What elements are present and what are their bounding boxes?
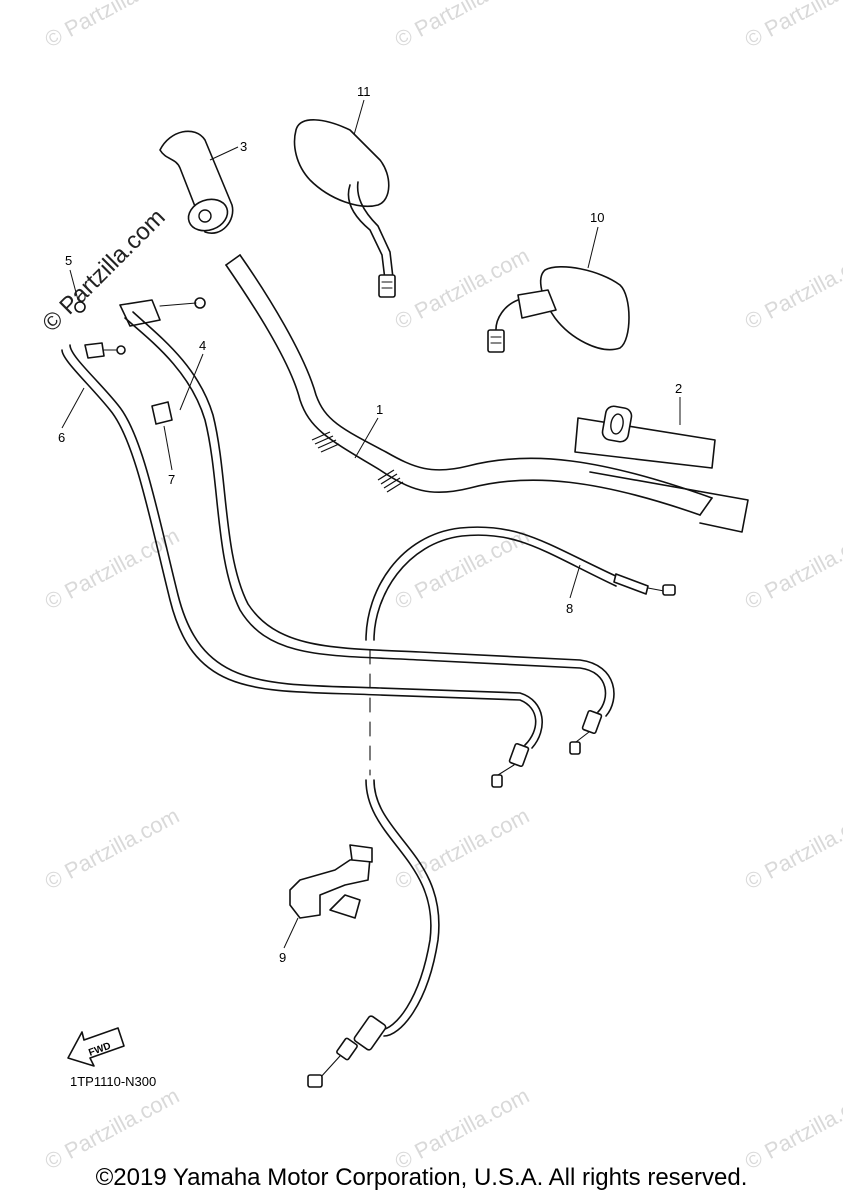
watermark: © Partzilla.com	[741, 803, 843, 895]
watermark: © Partzilla.com	[391, 0, 534, 52]
callout-4: 4	[199, 338, 206, 353]
watermark: © Partzilla.com	[391, 243, 534, 335]
diagram-code: 1TP1110-N300	[70, 1074, 156, 1089]
grip-part-2	[574, 405, 749, 533]
watermark: © Partzilla.com	[41, 1083, 184, 1175]
watermark: © Partzilla.com	[391, 1083, 534, 1175]
watermark: © Partzilla.com	[41, 0, 184, 52]
watermark: © Partzilla.com	[391, 803, 534, 895]
clutch-cable-part-8	[307, 526, 676, 1088]
callout-6: 6	[58, 430, 65, 445]
callout-5: 5	[65, 253, 72, 268]
callout-10: 10	[590, 210, 604, 225]
callout-11: 11	[357, 84, 371, 99]
mirror-part-11	[293, 119, 396, 298]
watermark: © Partzilla.com	[741, 243, 843, 335]
callout-1: 1	[376, 402, 383, 417]
mirror-part-10	[487, 266, 630, 353]
watermark-layer: © Partzilla.com © Partzilla.com © Partzi…	[41, 0, 843, 1174]
callout-2: 2	[675, 381, 682, 396]
watermark: © Partzilla.com	[41, 803, 184, 895]
watermark: © Partzilla.com	[741, 1083, 843, 1175]
callout-9: 9	[279, 950, 286, 965]
callouts: 1 2 3 4 5 6 7 8 9 10 11	[58, 84, 682, 965]
watermark: © Partzilla.com	[741, 523, 843, 615]
throttle-grip-part-3	[159, 130, 234, 234]
callout-8: 8	[566, 601, 573, 616]
copyright-notice: ©2019 Yamaha Motor Corporation, U.S.A. A…	[95, 1164, 748, 1191]
clamp-part-9	[289, 844, 373, 919]
callout-3: 3	[240, 139, 247, 154]
callout-7: 7	[168, 472, 175, 487]
handlebar-part-1	[225, 254, 713, 516]
watermark: © Partzilla.com	[741, 0, 843, 52]
forward-arrow-icon: FWD	[67, 1027, 125, 1067]
throttle-cable-fittings	[74, 297, 206, 425]
